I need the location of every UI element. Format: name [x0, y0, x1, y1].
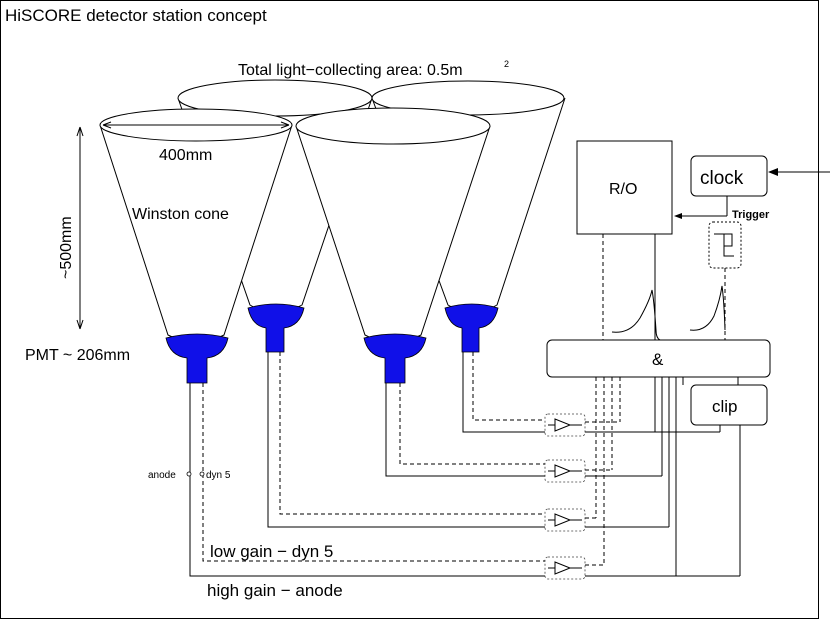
area-exponent: 2 — [504, 59, 509, 69]
clock-label: clock — [700, 168, 744, 189]
amp-output-links — [585, 421, 740, 577]
winston-cone-label: Winston cone — [132, 206, 229, 223]
height-label: ~500mm — [58, 216, 75, 279]
signal-pulse-trigger — [689, 285, 726, 331]
amplifier-1 — [544, 413, 586, 437]
clock-input-arrow — [768, 168, 830, 176]
area-label: Total light−collecting area: 0.5m — [238, 62, 463, 79]
anode-marker — [186, 471, 192, 477]
pmt-front-right-cables — [385, 383, 545, 477]
low-gain-label: low gain − dyn 5 — [210, 542, 333, 561]
pmt-label: PMT ~ 206mm — [25, 347, 130, 364]
pmt-front-left — [165, 333, 229, 384]
diagram-title: HiSCORE detector station concept — [5, 6, 267, 25]
anode-label: anode — [148, 470, 176, 481]
and-box — [546, 339, 771, 378]
diameter-label: 400mm — [159, 147, 212, 164]
pmt-back-right-cables — [462, 352, 545, 433]
pmt-front-right — [363, 333, 427, 384]
pmt-back-right — [444, 303, 499, 353]
amplifier-2 — [544, 459, 586, 483]
pmt-back-left-cables — [267, 352, 545, 528]
dyn5-label: dyn 5 — [206, 470, 231, 481]
trigger-line — [674, 196, 728, 219]
amplifier-3 — [544, 508, 586, 532]
clip-box — [690, 384, 768, 426]
trigger-label: Trigger — [732, 209, 770, 221]
ro-label: R/O — [609, 181, 637, 198]
pmt-front-left-cables — [189, 383, 545, 577]
ro-box — [576, 140, 673, 235]
high-gain-label: high gain − anode — [207, 581, 343, 600]
dyn5-marker — [199, 471, 205, 477]
clip-label: clip — [712, 397, 738, 416]
and-output-bus — [595, 377, 741, 576]
height-dimension-arrow — [76, 126, 84, 330]
and-label: & — [652, 350, 664, 369]
clock-box — [690, 155, 768, 197]
pmt-back-left — [247, 303, 305, 353]
signal-pulse-ro — [611, 289, 661, 341]
amplifier-4 — [544, 556, 586, 580]
delay-box — [708, 221, 742, 269]
delay-icon — [714, 233, 734, 257]
